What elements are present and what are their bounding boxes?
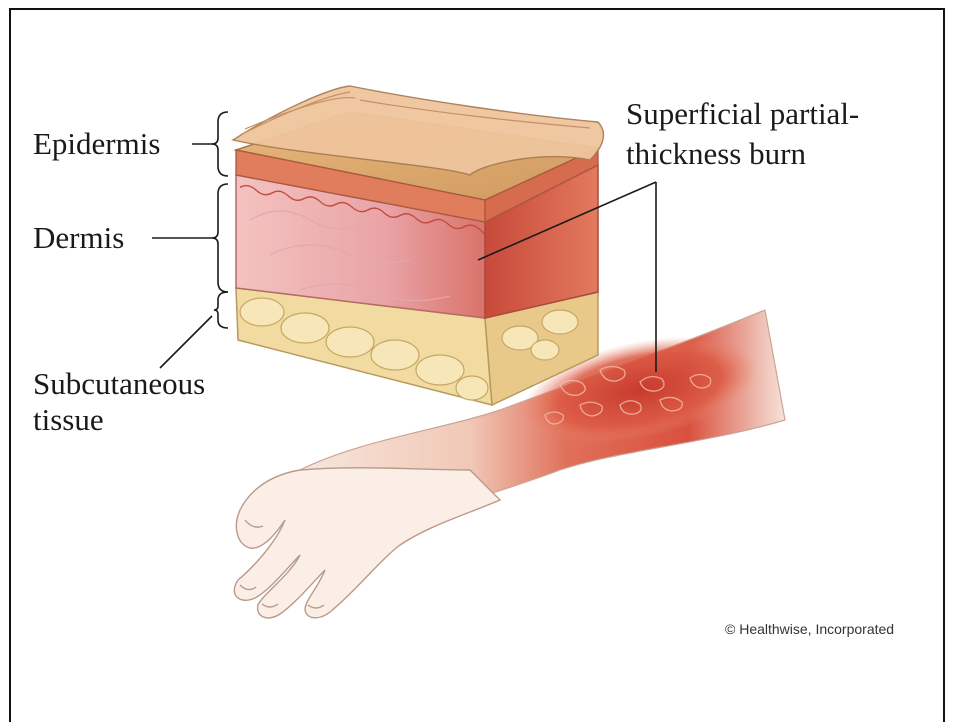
label-subcutaneous-line2: tissue bbox=[33, 402, 104, 438]
label-epidermis: Epidermis bbox=[33, 126, 160, 162]
hand bbox=[234, 468, 500, 618]
label-burn-line2: thickness burn bbox=[626, 136, 806, 172]
dermis-bracket bbox=[212, 184, 228, 292]
skin-cross-section bbox=[233, 86, 603, 405]
label-subcutaneous-line1: Subcutaneous bbox=[33, 366, 205, 402]
subcutaneous-bracket bbox=[214, 292, 228, 328]
label-dermis: Dermis bbox=[33, 220, 124, 256]
copyright-credit: © Healthwise, Incorporated bbox=[725, 621, 894, 637]
epidermis-bracket bbox=[212, 112, 228, 176]
label-burn-line1: Superficial partial- bbox=[626, 96, 859, 132]
